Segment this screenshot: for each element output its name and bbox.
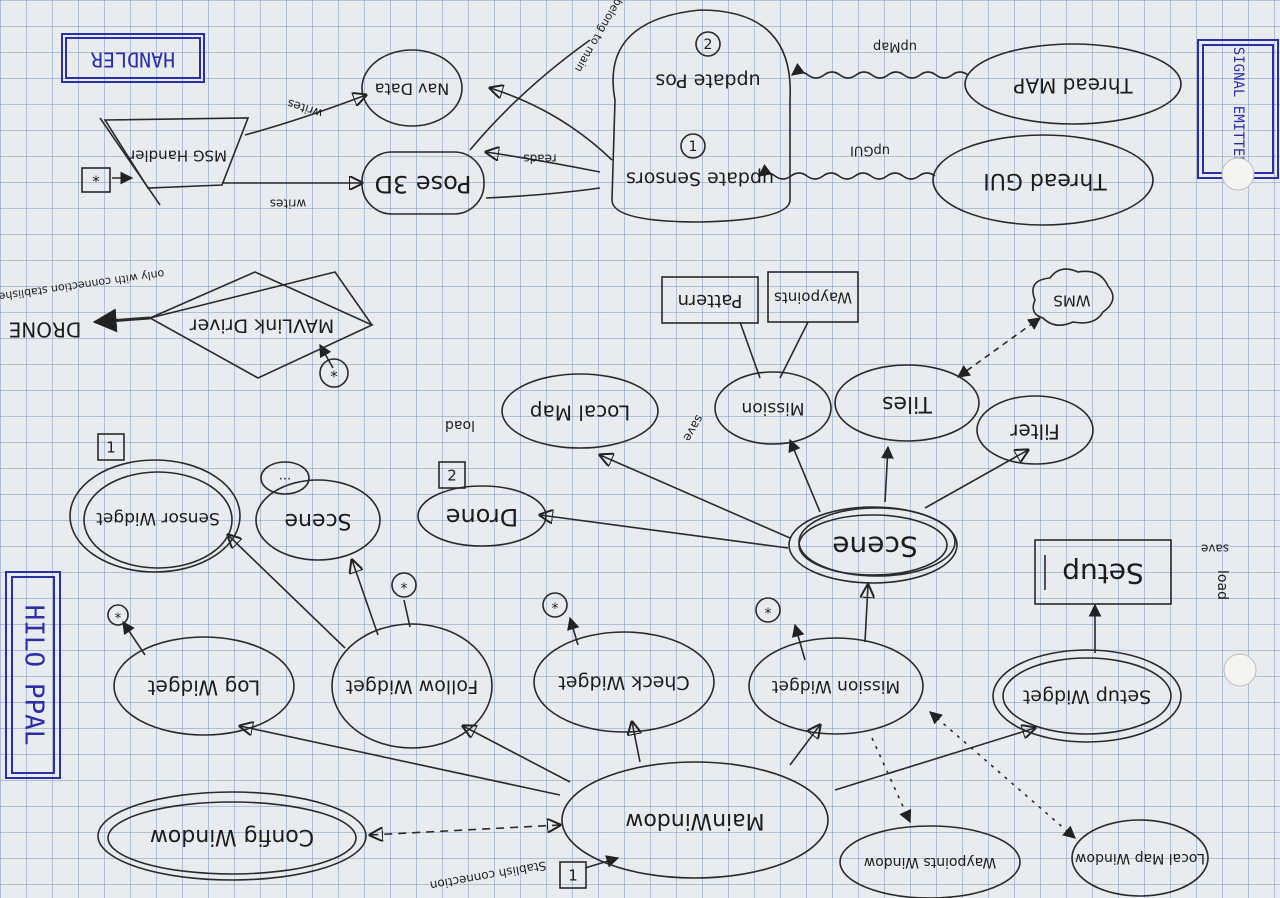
box-marker-2: [438, 461, 466, 489]
thread-map-shape: [964, 43, 1182, 125]
star-marker-label-5: *: [552, 601, 559, 617]
log-widget-label: Log Widget: [148, 676, 261, 700]
mavlink-note-label: only with connection stablished: [0, 267, 165, 304]
dots-marker-label: ...: [279, 469, 291, 484]
mission-shape: [714, 371, 832, 445]
nav-data-shape: [361, 49, 463, 127]
circle-marker-1: [680, 133, 706, 159]
check-widget-shape: [533, 631, 715, 733]
log-widget-shape: [113, 636, 295, 736]
main-window-shape: [561, 761, 829, 879]
scene-small-label: Scene: [284, 508, 351, 533]
box-marker-1b: [559, 861, 587, 889]
box-marker-2-label: 2: [447, 467, 457, 485]
local-map-label: Local Map: [530, 401, 630, 425]
save-edge-label-1: save: [680, 413, 706, 444]
drone-out-label: DRONE: [9, 318, 82, 342]
star-marker-label-1: *: [92, 173, 100, 191]
mission-widget-label: Mission Widget: [772, 676, 901, 696]
mavlink-driver-label: MAVLink Driver: [190, 315, 335, 337]
save-edge-label-2: save: [1201, 542, 1229, 556]
thread-map-label: Thread MAP: [1013, 74, 1133, 98]
local-map-window-shape: [1071, 819, 1209, 897]
drone-shape: [417, 485, 547, 547]
circle-marker-2-label: 2: [704, 37, 713, 53]
update-pos-label: update Pos: [655, 70, 760, 92]
waypoints-window-shape: [839, 825, 1021, 898]
mission-widget-shape: [748, 637, 924, 735]
config-window-shape: [97, 791, 367, 881]
local-map-shape: [501, 373, 659, 449]
setup-label: Setup: [1062, 557, 1144, 590]
main-window-label: MainWindow: [625, 808, 764, 833]
title-label: HILO PPAL: [19, 605, 49, 746]
drone-label: Drone: [446, 503, 518, 531]
sensor-widget-label: Sensor Widget: [96, 508, 220, 528]
nav-data-label: Nav Data: [375, 80, 450, 99]
tiles-shape: [834, 364, 980, 442]
upgui-edge-label: upGUI: [850, 143, 890, 158]
handler-label: HANDLER: [90, 48, 175, 72]
msg-handler-shape: [103, 117, 250, 189]
config-window-label: Config Window: [150, 824, 314, 849]
waypoints-label: Waypoints: [774, 289, 852, 307]
tiles-label: Tiles: [882, 391, 933, 416]
waypoints-window-label: Waypoints Window: [864, 854, 996, 870]
load-edge-label-2: load: [1214, 570, 1230, 600]
follow-widget-shape: [331, 623, 493, 749]
thread-gui-label: Thread GUI: [983, 168, 1108, 193]
check-widget-label: Check Widget: [558, 672, 689, 694]
stablish-connection-label: Stablish connection: [429, 858, 547, 892]
mission-label: Mission: [741, 398, 804, 418]
punch-hole-bottom: [1223, 653, 1257, 687]
load-edge-label-1: load: [445, 417, 475, 433]
box-marker-1-label: 1: [106, 439, 116, 457]
filter-shape: [976, 395, 1094, 465]
pattern-shape: [661, 276, 759, 324]
setup-shape: [1034, 539, 1172, 605]
local-map-window-label: Local Map Window: [1075, 850, 1205, 866]
filter-label: Filter: [1009, 420, 1059, 444]
pattern-label: Pattern: [678, 290, 743, 311]
follow-widget-label: Follow Widget: [346, 676, 479, 698]
star-marker-label-3: *: [115, 612, 122, 627]
update-group-shape: [611, 9, 791, 223]
setup-widget-label: Setup Widget: [1023, 686, 1151, 708]
msg-handler-label: MSG Handler: [128, 147, 227, 165]
scene-small-shape: [255, 479, 381, 561]
upmap-edge-label: upMap: [873, 39, 917, 54]
star-marker-label-2: *: [330, 368, 338, 386]
box-marker-1b-label: 1: [568, 867, 578, 885]
setup-widget-shape: [992, 649, 1182, 743]
star-marker-label-4: *: [401, 581, 408, 597]
waypoints-shape: [767, 271, 859, 323]
box-marker-1: [97, 433, 125, 461]
wms-label: WMS: [1053, 292, 1090, 310]
thread-gui-shape: [932, 134, 1154, 226]
sensor-widget-shape: [69, 459, 241, 573]
scene-main-shape: [788, 506, 958, 584]
wms-shape: [1032, 268, 1114, 326]
writes-edge-label-1: writes: [270, 197, 306, 211]
circle-marker-1-label: 1: [689, 139, 698, 155]
pose3d-shape: [361, 151, 485, 215]
punch-hole-top: [1221, 157, 1255, 191]
star-marker-label-6: *: [765, 606, 772, 622]
signal-emitters-label: SIGNAL EMITTERS: [1230, 47, 1246, 173]
circle-marker-2: [695, 31, 721, 57]
scene-main-label: Scene: [832, 530, 917, 563]
reads-edge-label: reads: [523, 152, 556, 166]
pose3d-label: Pose 3D: [375, 170, 472, 198]
belong-to-main-label: belong to main: [572, 0, 625, 74]
update-sensors-label: update Sensors: [626, 168, 774, 190]
